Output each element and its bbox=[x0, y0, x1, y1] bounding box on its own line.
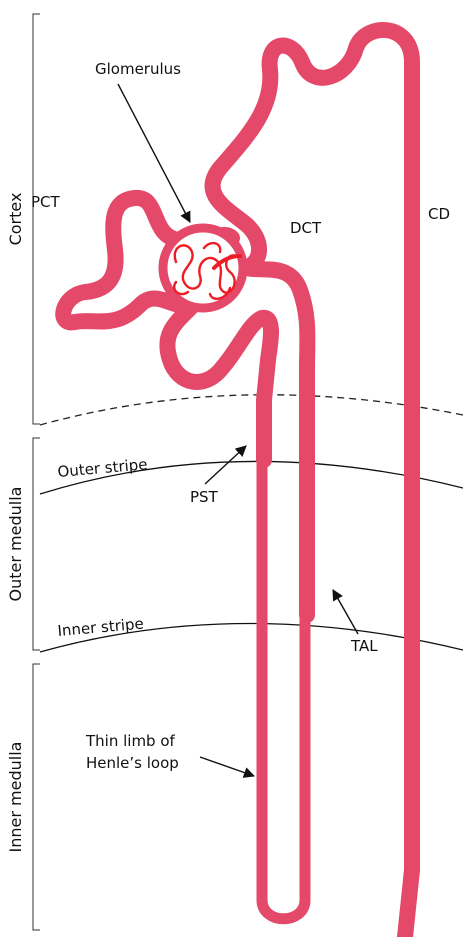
inner-medulla-label: Inner medulla bbox=[6, 742, 25, 853]
inner-stripe-label: Inner stripe bbox=[57, 615, 145, 640]
nephron-tubule bbox=[63, 30, 412, 937]
pct-label: PCT bbox=[31, 193, 61, 211]
cd-label: CD bbox=[428, 205, 450, 223]
thin-limb-arrow bbox=[200, 757, 254, 776]
thin-limb-label-line2: Henle’s loop bbox=[86, 754, 179, 772]
dct-label: DCT bbox=[290, 219, 322, 237]
outer-medulla-label: Outer medulla bbox=[6, 487, 25, 602]
pst-label: PST bbox=[190, 488, 219, 506]
glomerulus bbox=[163, 228, 243, 308]
cortex-bracket bbox=[33, 14, 40, 424]
glomerulus-label: Glomerulus bbox=[95, 60, 181, 78]
bowmans-capsule bbox=[163, 228, 243, 308]
corticomedullary-boundary bbox=[40, 395, 463, 425]
pst-arrow bbox=[205, 446, 246, 484]
cortex-label: Cortex bbox=[6, 193, 25, 246]
tal-label: TAL bbox=[350, 637, 378, 655]
outer-medulla-bracket bbox=[33, 438, 40, 650]
proximal-convoluted-tubule bbox=[63, 198, 271, 460]
thin-limb bbox=[262, 460, 305, 919]
outer-stripe-label: Outer stripe bbox=[57, 455, 148, 481]
inner-medulla-bracket bbox=[33, 664, 40, 930]
thin-limb-label-line1: Thin limb of bbox=[85, 732, 176, 750]
